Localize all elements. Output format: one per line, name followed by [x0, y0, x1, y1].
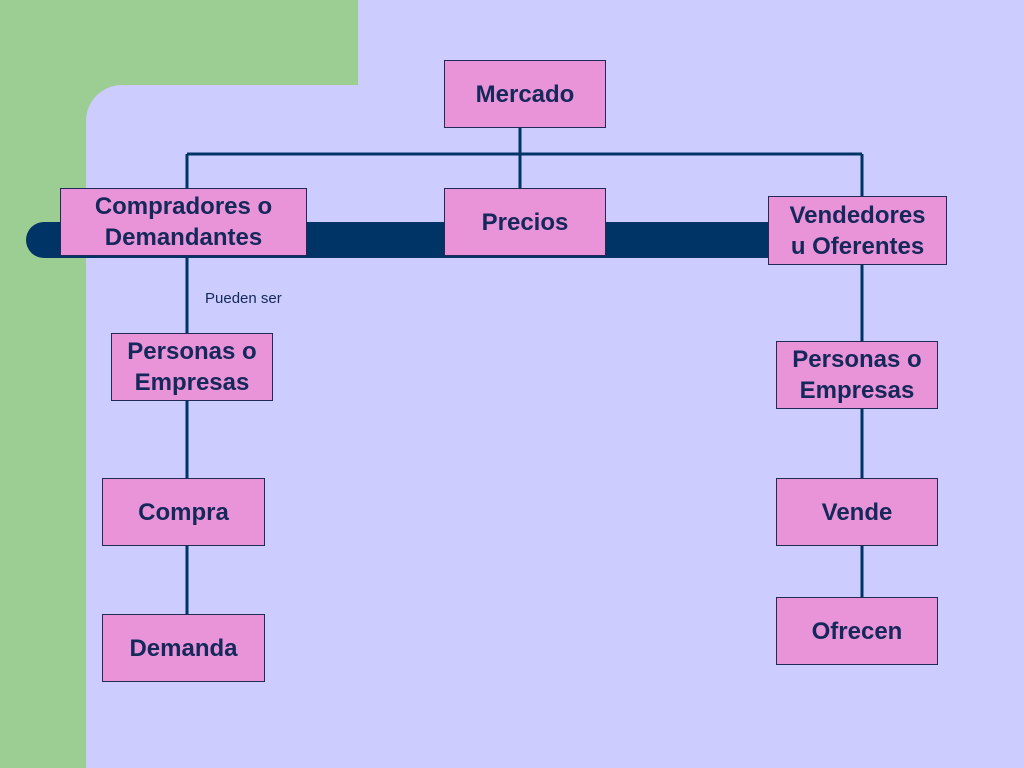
- node-demanda: Demanda: [102, 614, 265, 682]
- node-vendedores-u-oferentes: Vendedores u Oferentes: [768, 196, 947, 265]
- node-mercado: Mercado: [444, 60, 606, 128]
- node-personas-o-empresas-left: Personas o Empresas: [111, 333, 273, 401]
- node-personas-o-empresas-right: Personas o Empresas: [776, 341, 938, 409]
- node-vende: Vende: [776, 478, 938, 546]
- node-precios: Precios: [444, 188, 606, 256]
- caption-pueden-ser: Pueden ser: [205, 290, 282, 307]
- node-compradores-o-demandantes: Compradores o Demandantes: [60, 188, 307, 256]
- node-ofrecen: Ofrecen: [776, 597, 938, 665]
- node-compra: Compra: [102, 478, 265, 546]
